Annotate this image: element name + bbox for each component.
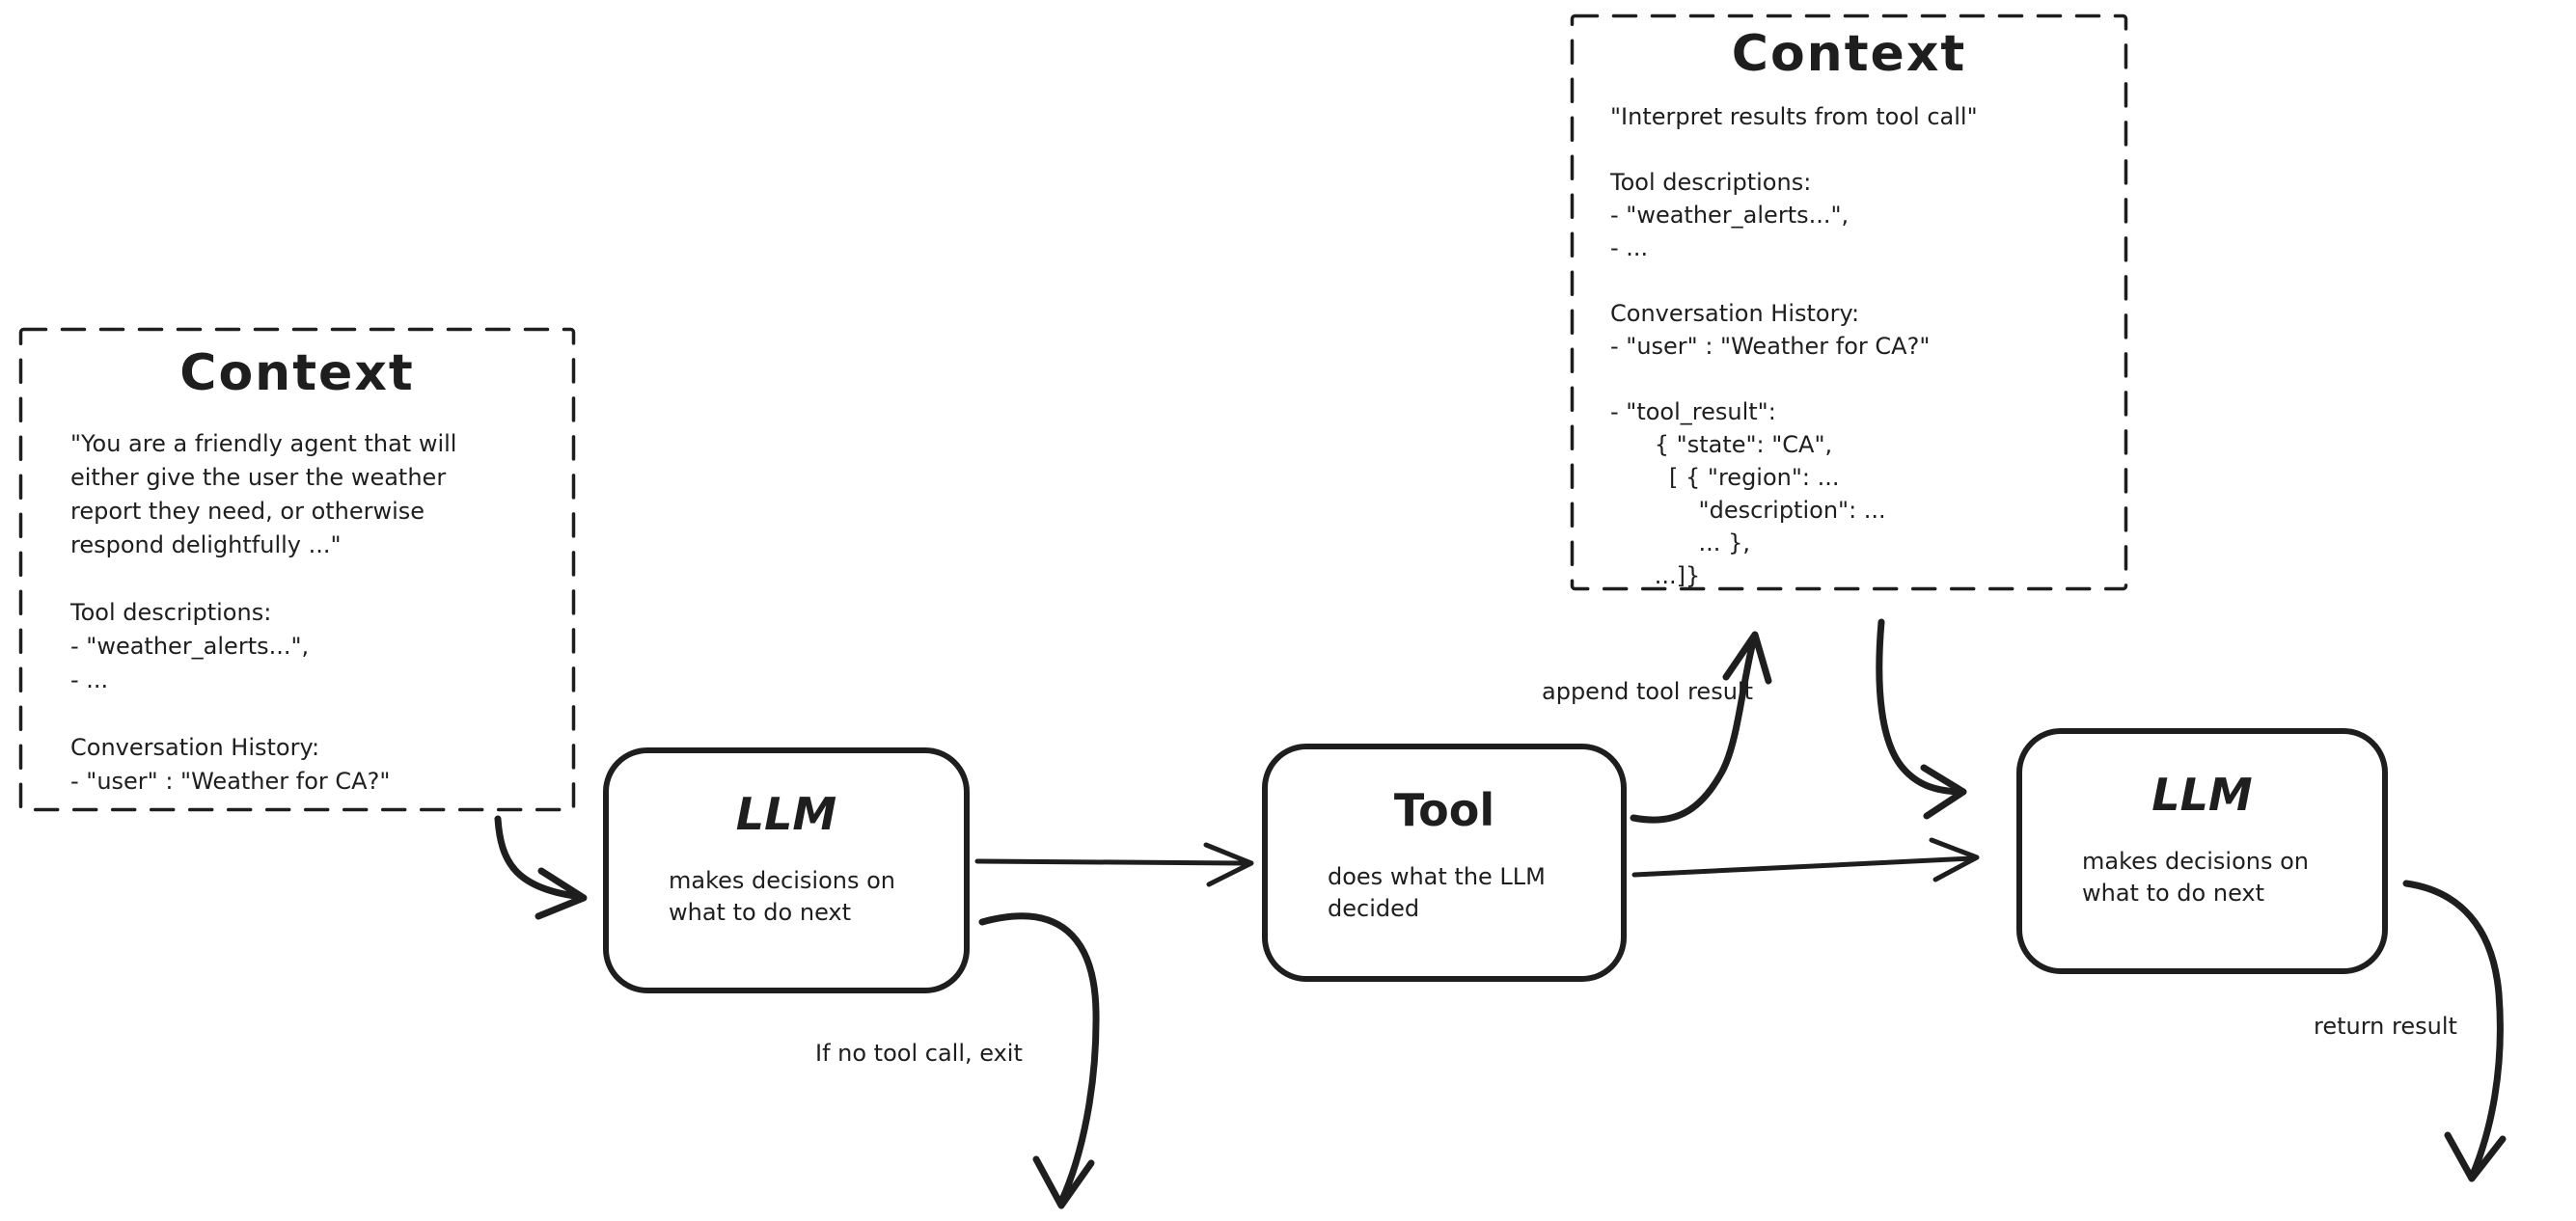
context-right-border [1570, 14, 2128, 591]
context-box-left: Context "You are a friendly agent that w… [20, 329, 574, 810]
node-llm-2: LLM makes decisions on what to do next [2016, 728, 2388, 974]
context-left-body: "You are a friendly agent that will eith… [70, 430, 457, 795]
arrow-llm1-to-tool [974, 842, 1254, 887]
node-tool-subtitle: does what the LLM decided [1328, 863, 1546, 922]
node-llm-2-subtitle: makes decisions on what to do next [2082, 848, 2309, 907]
arrow-context-right-to-llm2 [1876, 618, 1967, 820]
node-llm-1-subtitle: makes decisions on what to do next [669, 867, 895, 926]
arrow-tool-to-llm2 [1631, 837, 1980, 882]
context-left-title: Context [179, 344, 415, 402]
context-right-body: "Interpret results from tool call" Tool … [1610, 103, 1978, 589]
node-llm-2-title: LLM [2151, 769, 2253, 821]
label-if-no-tool-call-exit: If no tool call, exit [815, 1040, 1023, 1067]
node-llm-1: LLM makes decisions on what to do next [603, 747, 970, 993]
arrow-context-left-to-llm1 [494, 815, 588, 920]
node-tool: Tool does what the LLM decided [1262, 744, 1627, 982]
context-right-title: Context [1731, 25, 1967, 83]
arrow-tool-to-context-right [1630, 631, 1772, 824]
node-tool-title: Tool [1393, 784, 1495, 836]
context-box-right: Context "Interpret results from tool cal… [1572, 15, 2126, 589]
node-llm-1-title: LLM [735, 788, 837, 840]
arrow-llm2-return [2402, 880, 2507, 1182]
arrow-llm1-exit [978, 912, 1100, 1209]
label-return-result: return result [2314, 1013, 2457, 1040]
label-append-tool-result: append tool result [1542, 678, 1753, 705]
context-left-border [18, 327, 576, 812]
